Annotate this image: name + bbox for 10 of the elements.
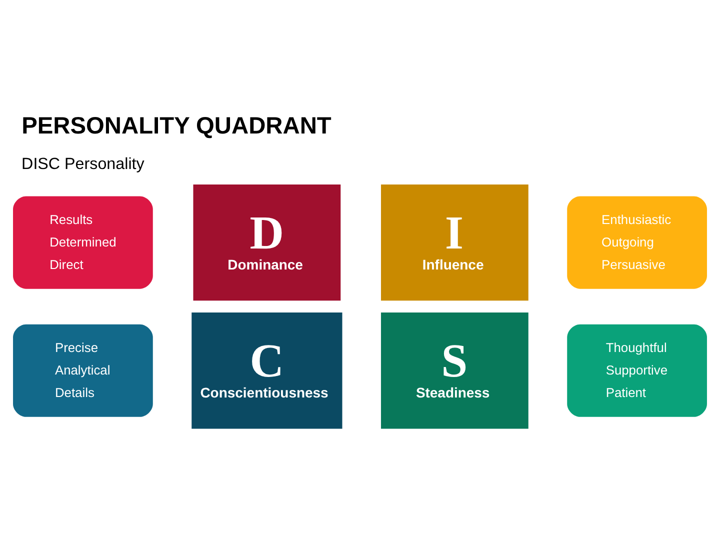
diagram-title: PERSONALITY QUADRANT: [22, 113, 332, 140]
node-box: I Influence: [380, 184, 528, 301]
node-box: S Steadiness: [380, 312, 528, 429]
label: DISC Personality: [22, 154, 144, 173]
node-box: Enthusiastic Outgoing Persuasive: [567, 196, 707, 289]
node-box: Thoughtful Supportive Patient: [567, 324, 707, 417]
node-box: Results Determined Direct: [13, 196, 153, 289]
node-box: Precise Analytical Details: [13, 324, 153, 417]
node-box: C Conscientiousness: [192, 312, 342, 429]
node-box: D Dominance: [193, 184, 341, 301]
